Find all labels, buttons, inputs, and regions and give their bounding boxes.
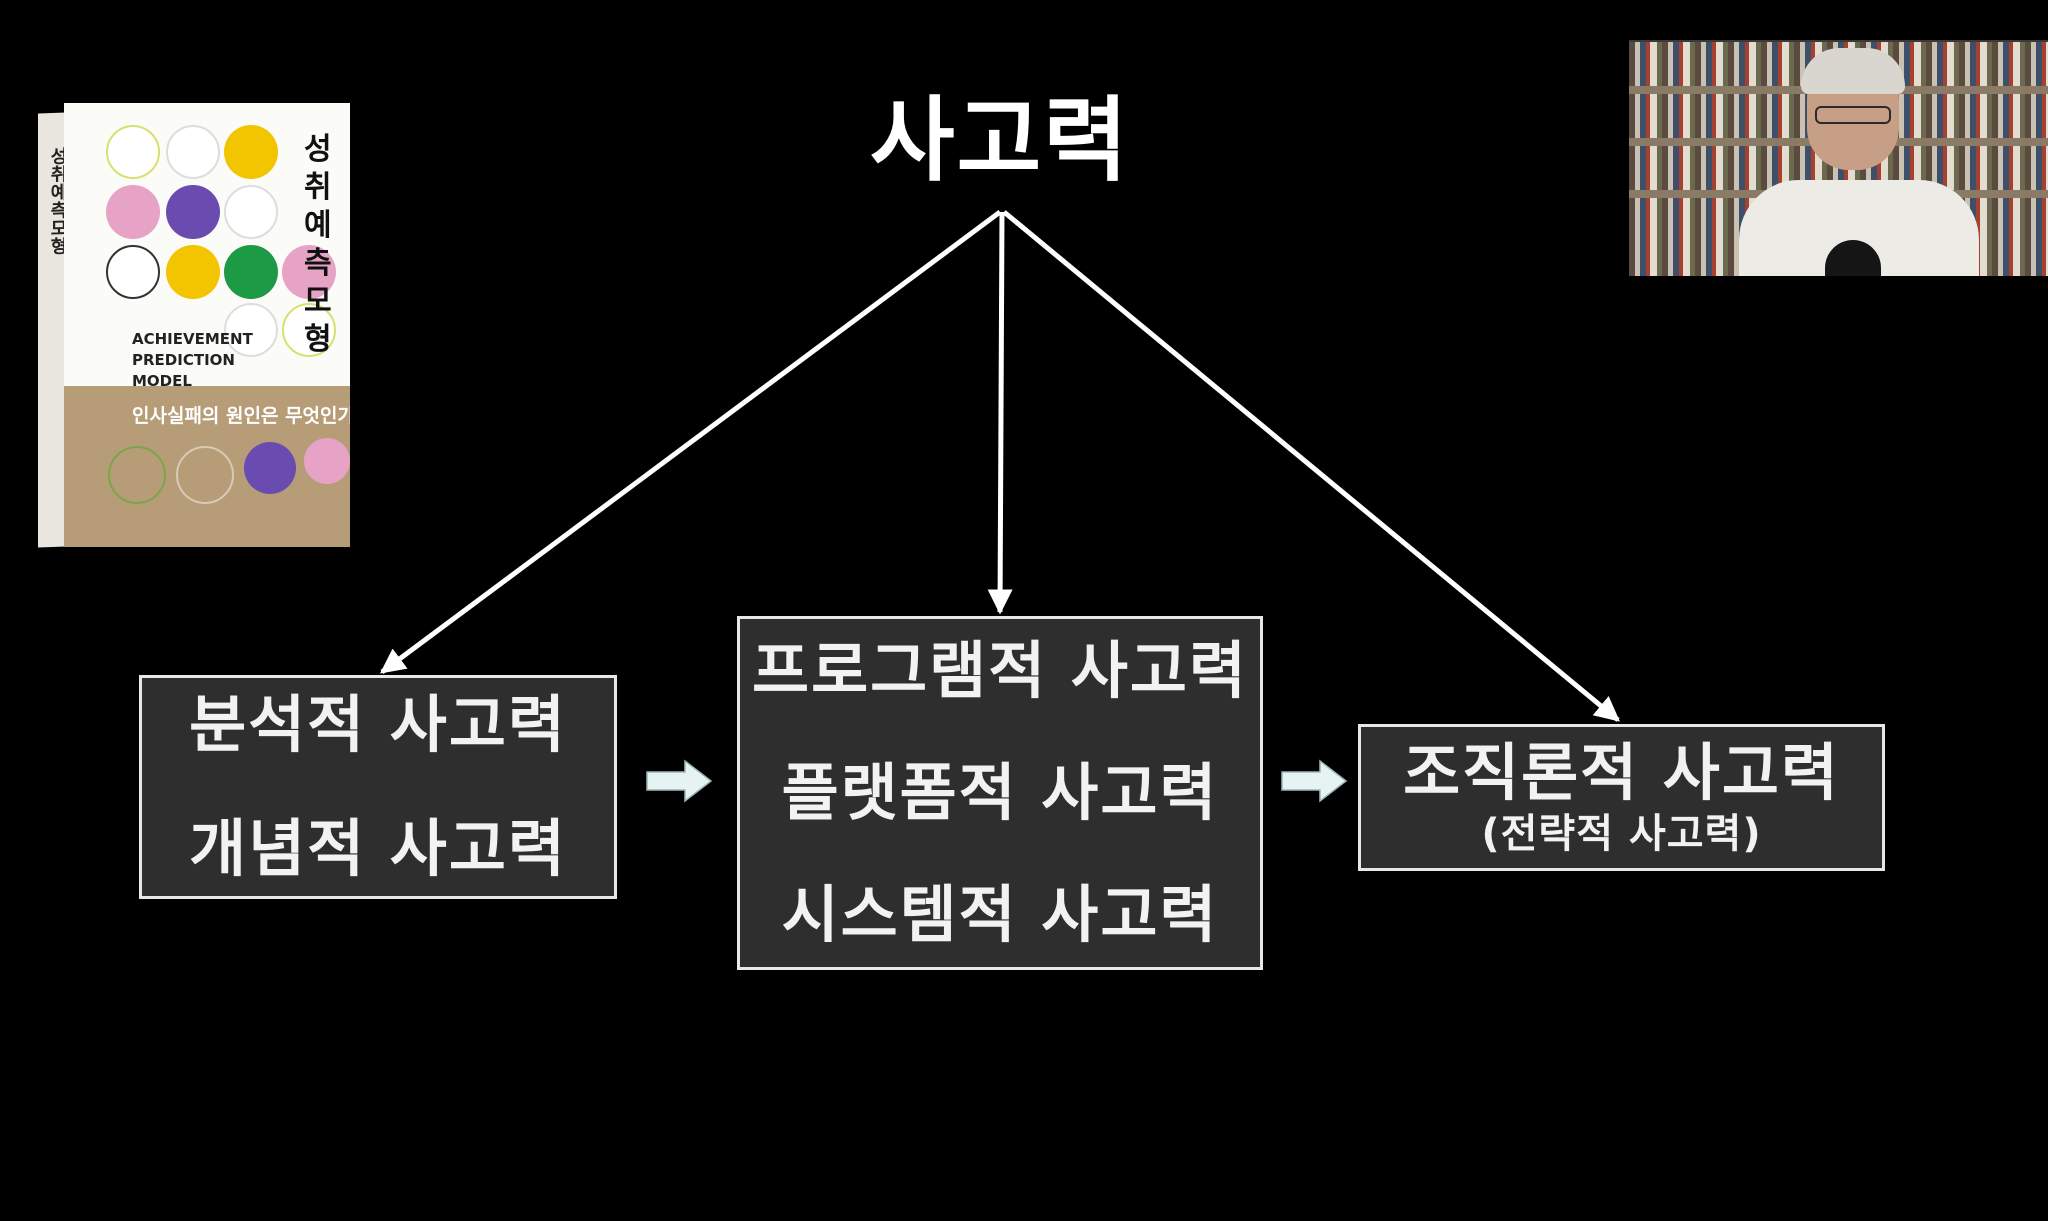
book-english-title: ACHIEVEMENT PREDICTION MODEL	[132, 329, 253, 392]
left-box-line-1: 분석적 사고력	[189, 694, 567, 756]
book-dot	[166, 245, 220, 299]
middle-box: 프로그램적 사고력 플랫폼적 사고력 시스템적 사고력	[737, 616, 1263, 970]
book-title-line-2: 예측	[304, 207, 348, 283]
book-tagline: 인사실패의 원인은 무엇인가?	[132, 401, 350, 428]
book-dot	[304, 438, 350, 484]
book-dot	[244, 442, 296, 494]
book-dot	[106, 245, 160, 299]
book-dot	[224, 185, 278, 239]
book-dot	[106, 185, 160, 239]
middle-box-line-1: 프로그램적 사고력	[752, 640, 1248, 702]
left-box-line-2: 개념적 사고력	[189, 818, 567, 880]
book-title-line-3: 모형	[304, 283, 348, 359]
book-dot	[106, 125, 160, 179]
book-dot	[108, 446, 166, 504]
book-dot	[166, 185, 220, 239]
book-english-line-2: PREDICTION	[132, 350, 253, 371]
book-title-line-1: 성취	[304, 131, 348, 207]
book-dot	[176, 446, 234, 504]
connector-to-left-box	[382, 212, 1000, 672]
connector-to-middle-box	[1000, 212, 1002, 612]
book-front: 성취 예측 모형 ACHIEVEMENT PREDICTION MODEL 인사…	[64, 103, 350, 547]
right-box: 조직론적 사고력 (전략적 사고력)	[1358, 724, 1885, 871]
book-dot	[224, 245, 278, 299]
book-english-line-1: ACHIEVEMENT	[132, 329, 253, 350]
flow-arrow-left-to-middle	[645, 758, 715, 804]
root-title: 사고력	[860, 95, 1140, 187]
book-title: 성취 예측 모형	[304, 131, 348, 359]
left-box: 분석적 사고력 개념적 사고력	[139, 675, 617, 899]
right-box-subtitle: (전략적 사고력)	[1481, 814, 1761, 854]
book-cover-image: 성취예측모형 성취 예측 모형 ACHIEVEMENT PREDICTION	[38, 103, 350, 547]
middle-box-line-3: 시스템적 사고력	[782, 884, 1219, 946]
right-box-title: 조직론적 사고력	[1403, 742, 1840, 804]
webcam-video	[1629, 40, 2048, 276]
book-dot	[224, 125, 278, 179]
middle-box-line-2: 플랫폼적 사고력	[782, 762, 1219, 824]
speaker-glasses	[1815, 106, 1891, 124]
book-spine: 성취예측모형	[38, 113, 66, 548]
flow-arrow-middle-to-right	[1280, 758, 1350, 804]
book-dot	[166, 125, 220, 179]
speaker-hair	[1801, 48, 1905, 94]
